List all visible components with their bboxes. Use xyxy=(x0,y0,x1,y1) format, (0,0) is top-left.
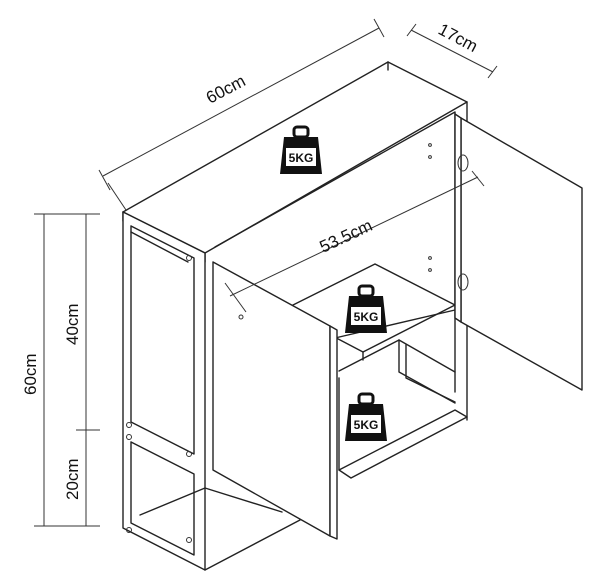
lower-height-label: 20cm xyxy=(63,458,82,500)
section-dimensions: 40cm 20cm xyxy=(63,214,100,526)
height-label: 60cm xyxy=(21,353,40,395)
left-door xyxy=(212,261,338,540)
middle-weight-label: 5KG xyxy=(354,310,379,324)
upper-height-label: 40cm xyxy=(63,303,82,345)
weight-icon: 5KG xyxy=(345,392,387,441)
bottom-weight-label: 5KG xyxy=(354,418,379,432)
inner-width-label: 53.5cm xyxy=(317,216,376,257)
top-weight-label: 5KG xyxy=(289,151,314,165)
height-dimension: 60cm xyxy=(21,213,100,527)
depth-label: 17cm xyxy=(435,20,481,56)
depth-dimension: 17cm xyxy=(406,20,498,79)
weight-icon: 5KG xyxy=(345,284,387,333)
right-door xyxy=(428,113,583,391)
weight-icon: 5KG xyxy=(280,125,322,174)
